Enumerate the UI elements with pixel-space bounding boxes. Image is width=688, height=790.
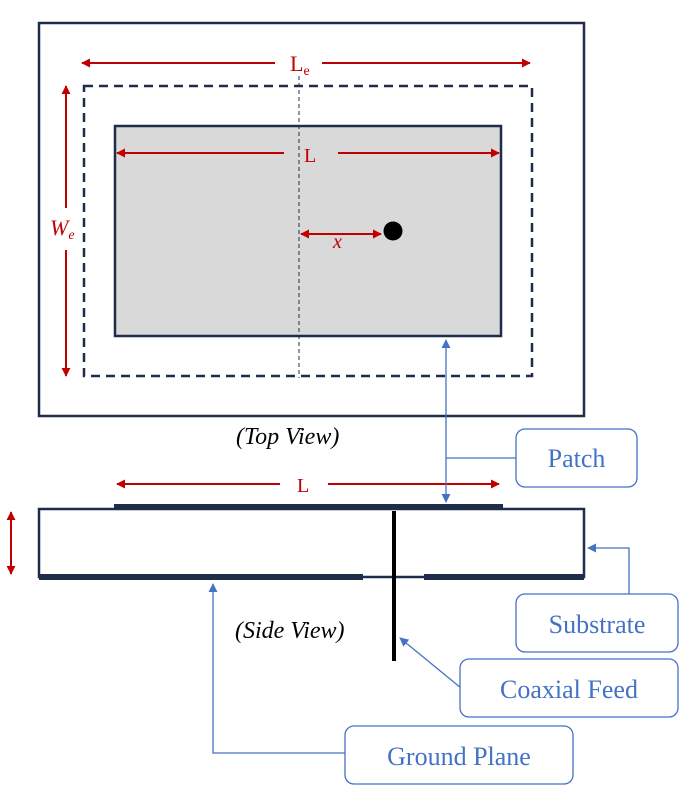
patch-callout-label: Patch [548,444,606,473]
feed-point [383,221,403,241]
le-label: Le [290,51,310,79]
substrate-callout-box [515,593,679,653]
top-view: Le We L x (Top View) [37,21,586,450]
coaxial-feed-callout-label: Coaxial Feed [500,675,638,704]
patch-callout-box [515,428,638,488]
effective-patch-outline [82,84,534,378]
l-side-label: L [297,475,309,497]
top-view-caption: (Top View) [236,424,339,450]
substrate-pointer [587,543,630,594]
side-view: L (Side View) [6,475,586,661]
l-top-label: L [304,145,316,167]
ground-plane-callout-label: Ground Plane [387,742,531,771]
substrate [37,507,586,579]
substrate-callout-label: Substrate [549,610,646,639]
top-view-frame [37,21,586,418]
callouts: Patch Substrate Coaxial Feed Ground Plan… [208,339,679,785]
side-view-caption: (Side View) [235,618,345,644]
ground-plane-callout-box [344,725,574,785]
x-label: x [332,231,342,253]
coaxial-feed-callout-box [459,658,679,718]
we-label: We [50,215,75,243]
coaxial-feed-pointer [399,637,462,689]
ground-plane-pointer [208,583,345,754]
